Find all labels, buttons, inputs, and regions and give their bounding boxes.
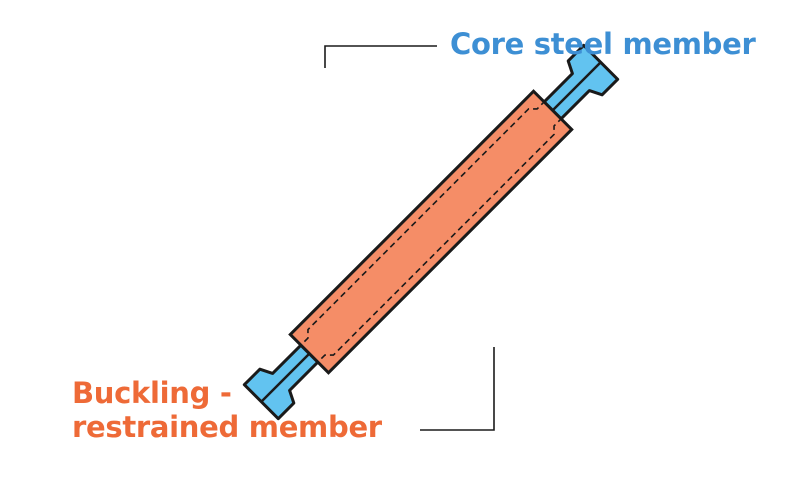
restrainer-tube — [288, 89, 574, 375]
core-steel-member-label: Core steel member — [450, 27, 756, 61]
core-leader-line — [324, 45, 437, 68]
brace-member — [242, 43, 620, 421]
buckling-restrained-member-label: Buckling - restrained member — [72, 376, 382, 444]
buckling-restrained-label-line2: restrained member — [72, 410, 382, 444]
buckling-restrained-label-line1: Buckling - — [72, 376, 232, 410]
restrainer-leader-line — [420, 347, 495, 431]
